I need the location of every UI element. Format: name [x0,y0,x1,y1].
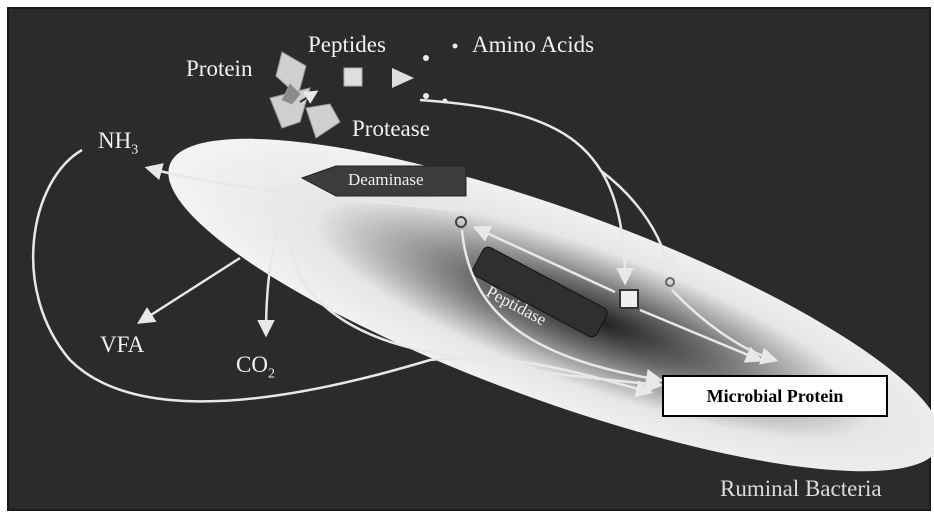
peptide-marker [620,290,638,308]
label-protein: Protein [186,56,252,82]
label-nh3: NH3 [98,128,138,159]
label-amino-acids: Amino Acids [472,32,594,58]
label-vfa: VFA [100,332,144,358]
label-co2: CO2 [236,352,275,383]
microbial-protein-box: Microbial Protein [662,375,888,417]
label-deaminase: Deaminase [348,170,424,190]
label-protease: Protease [352,116,430,142]
label-peptides: Peptides [308,32,386,58]
peptide-square-icon [344,68,362,86]
label-ruminal-bacteria: Ruminal Bacteria [720,476,882,502]
